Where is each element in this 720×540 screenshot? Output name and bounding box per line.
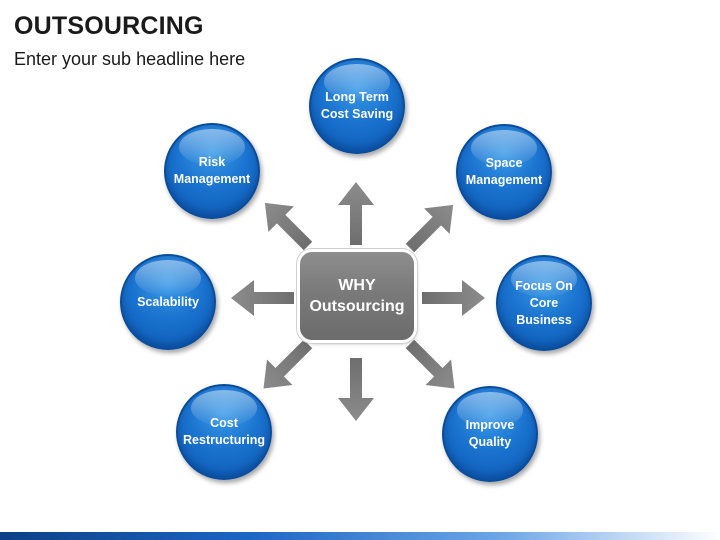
arrow-down-right xyxy=(405,339,455,389)
node-label: Scalability xyxy=(137,294,199,309)
slide-subtitle: Enter your sub headline here xyxy=(14,49,246,69)
node-risk-management: Risk Management xyxy=(164,123,260,219)
node-label: Cost Restructuring xyxy=(183,416,265,447)
arrow-left xyxy=(231,280,294,316)
node-label: Space Management xyxy=(465,156,543,187)
node-label: Risk Management xyxy=(173,155,251,186)
center-line2: Outsourcing xyxy=(309,298,405,315)
center-why-outsourcing: WHY Outsourcing xyxy=(300,252,414,340)
arrow-up-left xyxy=(264,202,313,251)
node-scalability: Scalability xyxy=(120,254,216,350)
node-label: Long Term Cost Saving xyxy=(320,90,394,121)
node-long-term-cost-saving: Long Term Cost Saving xyxy=(309,58,405,154)
arrow-down-left xyxy=(263,339,313,389)
node-improve-quality: Improve Quality xyxy=(442,386,538,482)
arrow-up-right xyxy=(405,204,454,253)
node-space-management: Space Management xyxy=(456,124,552,220)
node-label: Improve Quality xyxy=(465,418,515,449)
arrow-right xyxy=(422,280,485,316)
node-focus-on-core-business: Focus On Core Business xyxy=(496,255,592,351)
node-cost-restructuring: Cost Restructuring xyxy=(176,384,272,480)
footer-gradient-bar xyxy=(0,532,720,540)
arrow-down xyxy=(338,358,374,421)
node-label: Focus On Core Business xyxy=(515,278,573,327)
slide-title: OUTSOURCING xyxy=(14,12,204,40)
center-line1: WHY xyxy=(338,277,376,294)
arrow-up xyxy=(338,182,374,245)
